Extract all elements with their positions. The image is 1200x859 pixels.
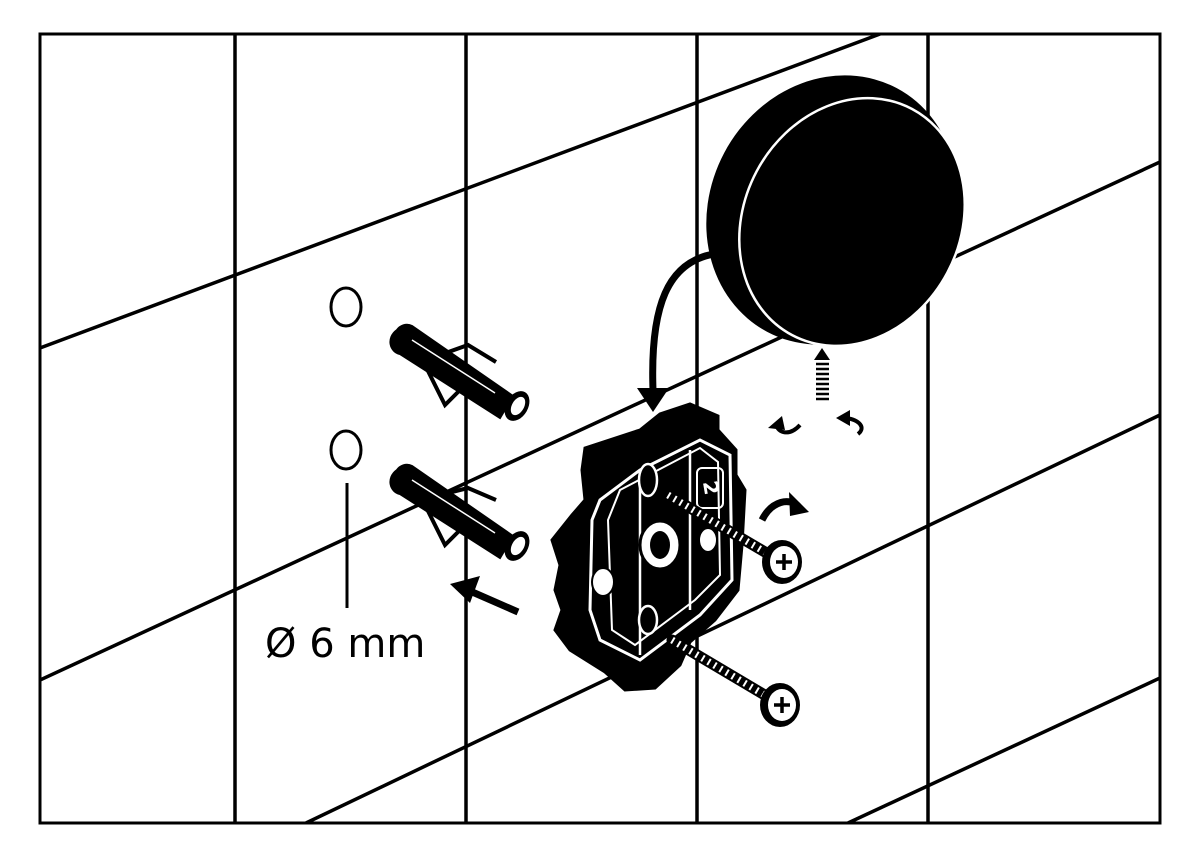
bracket-side-hole-left — [591, 567, 615, 597]
rotate-left-icon — [768, 416, 802, 435]
bracket-side-hole-right — [698, 527, 718, 553]
threaded-stud — [814, 348, 830, 401]
cover-cap — [706, 75, 966, 348]
drill-hole-upper — [329, 286, 363, 328]
tile-joint-diagonal — [847, 676, 1160, 823]
tile-joint-diagonal — [305, 413, 1160, 823]
wall-plug-lower — [389, 463, 530, 561]
wall-plug-upper — [389, 323, 530, 421]
drill-holes — [329, 286, 363, 471]
tile-joint-diagonal — [40, 160, 1160, 682]
screw-upper — [662, 489, 802, 584]
drill-hole-lower — [329, 429, 363, 471]
diagram-frame — [38, 32, 1162, 825]
tiled-wall — [40, 34, 1160, 823]
tile-joint-diagonal — [40, 34, 881, 350]
rotate-right-icon — [836, 410, 864, 436]
bracket-slot-lower — [637, 604, 659, 636]
tighten-arrow-icon — [758, 492, 809, 522]
mounting-bracket: 2 — [550, 402, 747, 692]
placement-arrow-icon — [637, 250, 715, 412]
cover-cap-face — [738, 96, 966, 348]
bracket-marking: 2 — [698, 479, 724, 497]
screw-lower — [666, 634, 800, 727]
insert-arrow-icon — [450, 576, 520, 616]
bracket-slot-upper — [637, 462, 659, 498]
diameter-label: Ø 6 mm — [265, 621, 425, 667]
